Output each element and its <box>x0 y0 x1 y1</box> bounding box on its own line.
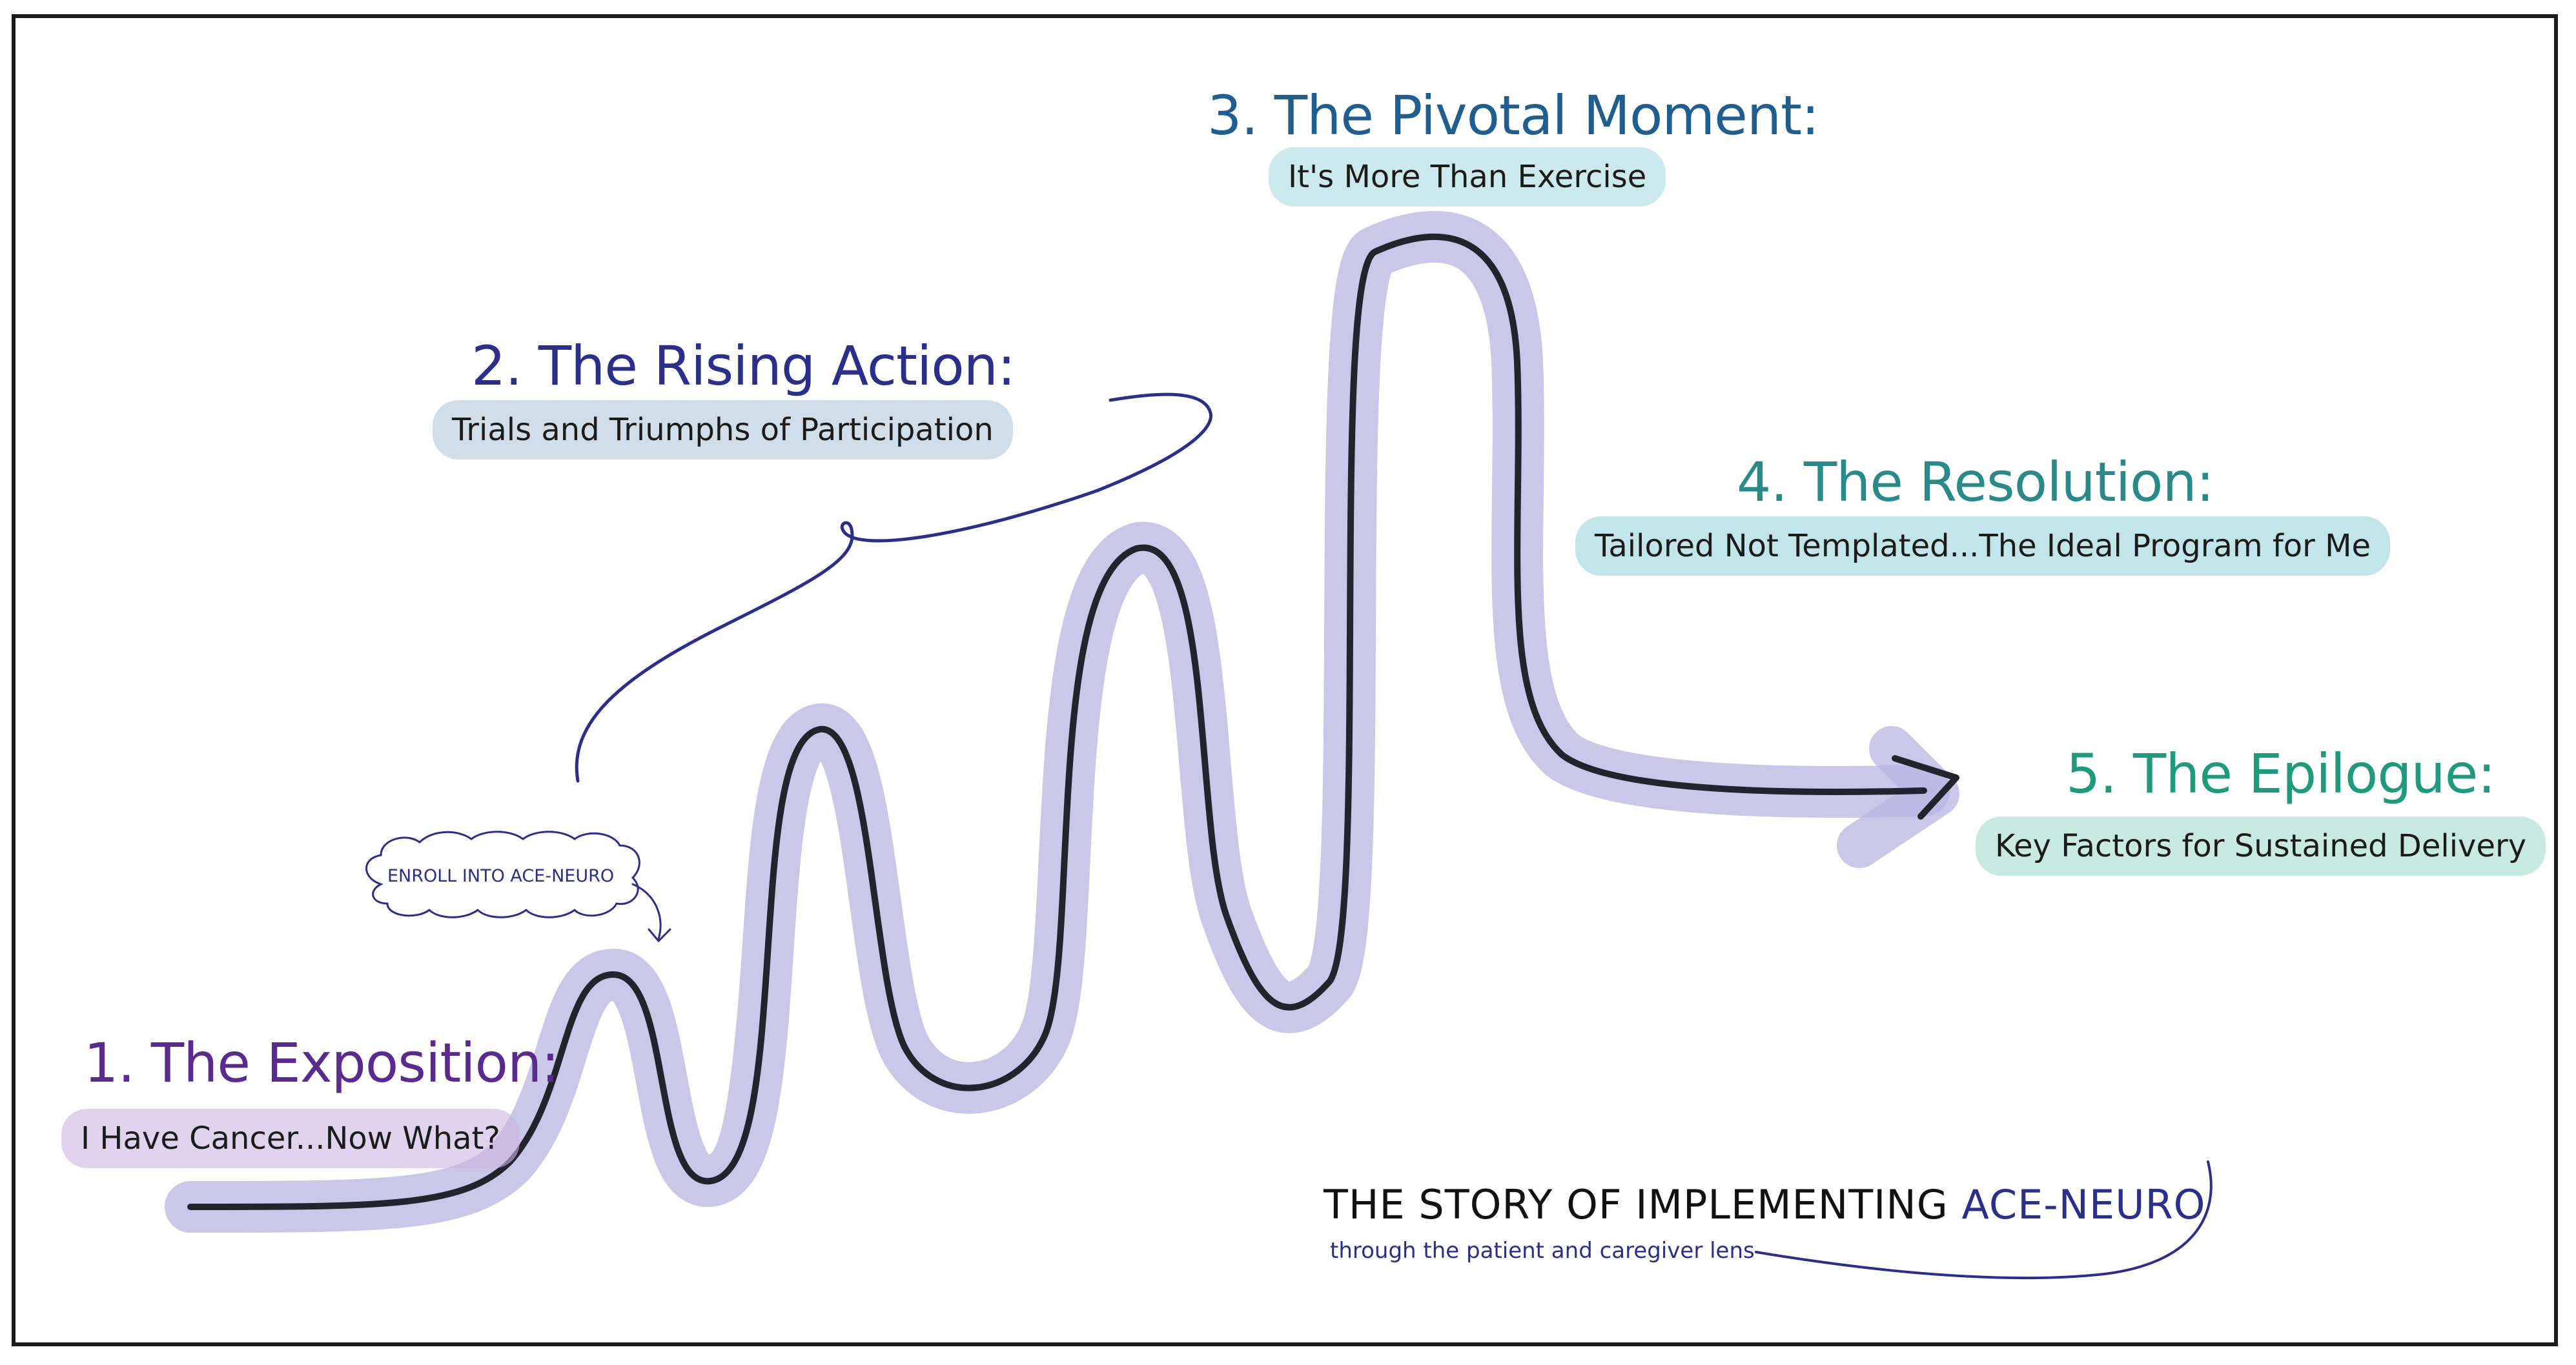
caption-main-prefix: THE STORY OF IMPLEMENTING <box>1324 1181 1948 1228</box>
stage-2-title: 2. The Rising Action: <box>471 334 1016 398</box>
stage-5-title: 5. The Epilogue: <box>2066 742 2496 805</box>
rising-action-brace <box>575 392 1212 783</box>
story-path <box>187 233 1927 1210</box>
stage-3-subtitle: It's More Than Exercise <box>1269 147 1666 207</box>
stage-3-title: 3. The Pivotal Moment: <box>1207 84 1819 147</box>
caption-sub: through the patient and caregiver lens <box>1330 1238 1755 1264</box>
enroll-cloud <box>365 831 640 918</box>
caption-main: THE STORY OF IMPLEMENTING ACE-NEURO <box>1324 1181 2205 1228</box>
caption-main-accent: ACE-NEURO <box>1961 1181 2206 1228</box>
enroll-note: ENROLL INTO ACE-NEURO <box>387 866 615 886</box>
caption-swoosh <box>1755 1160 2213 1280</box>
enroll-pointer <box>631 883 671 943</box>
stage-1-subtitle: I Have Cancer...Now What? <box>61 1109 520 1168</box>
stage-4-subtitle: Tailored Not Templated...The Ideal Progr… <box>1575 516 2391 576</box>
stage-2-subtitle: Trials and Triumphs of Participation <box>433 400 1013 460</box>
stage-4-title: 4. The Resolution: <box>1737 450 2214 514</box>
arrow-head <box>1892 755 1959 820</box>
stage-5-subtitle: Key Factors for Sustained Delivery <box>1976 816 2546 876</box>
stage-1-title: 1. The Exposition: <box>84 1031 560 1095</box>
